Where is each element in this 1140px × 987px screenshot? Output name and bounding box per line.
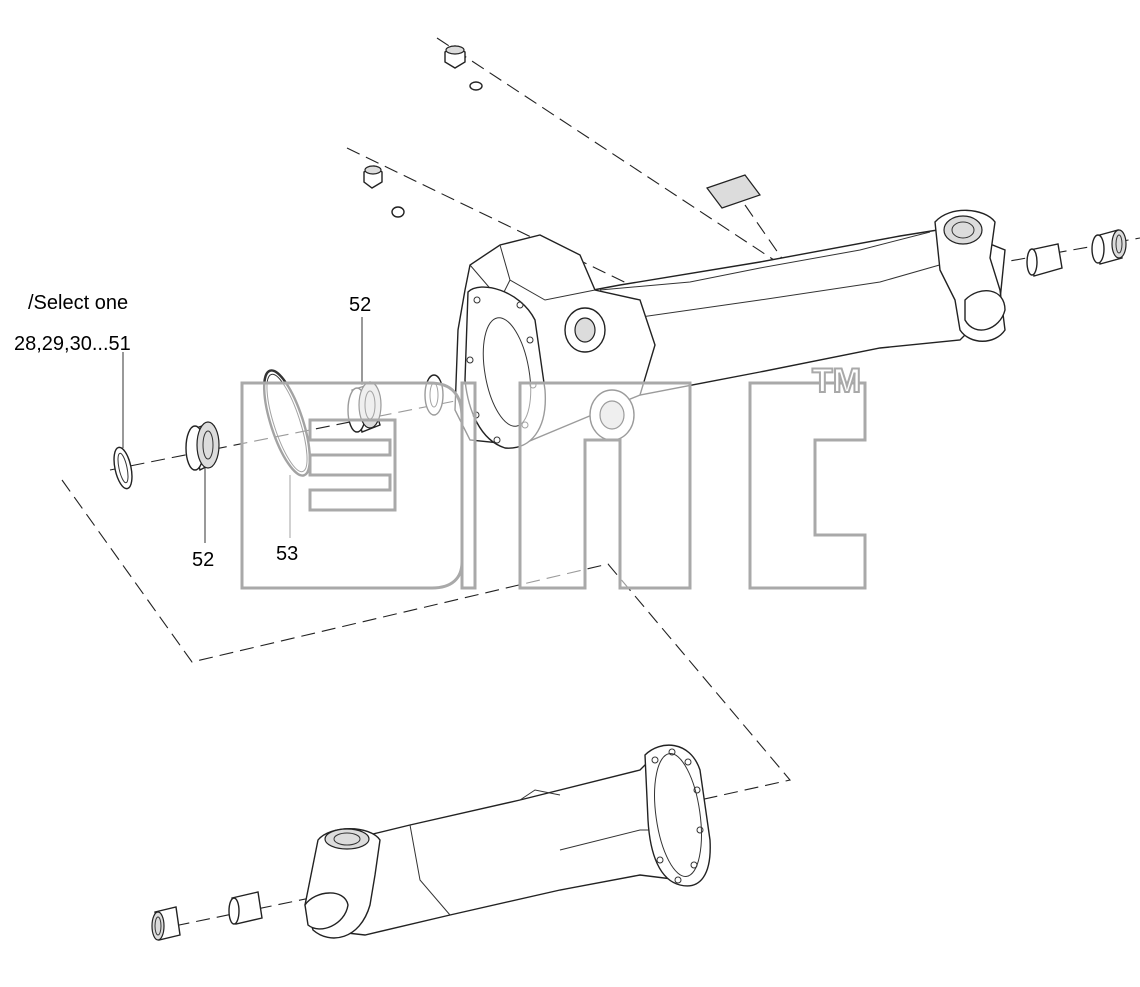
shim-part: [113, 446, 133, 490]
upper-axle-housing: [424, 209, 1006, 449]
label-part-53: 53: [276, 543, 298, 565]
label-part-range: 28,29,30...51: [14, 333, 131, 355]
watermark-logo: TM: [240, 361, 867, 590]
watermark-trademark: TM: [812, 362, 861, 400]
lower-axle-housing: [304, 744, 711, 939]
label-select-one: /Select one: [28, 292, 128, 314]
bushings-right: [1026, 229, 1127, 277]
bearing-52-left: [185, 421, 220, 472]
label-part-52-top: 52: [349, 294, 371, 316]
bushings-lower: [151, 891, 263, 941]
fittings-top: [363, 45, 761, 218]
label-part-52-bottom: 52: [192, 549, 214, 571]
